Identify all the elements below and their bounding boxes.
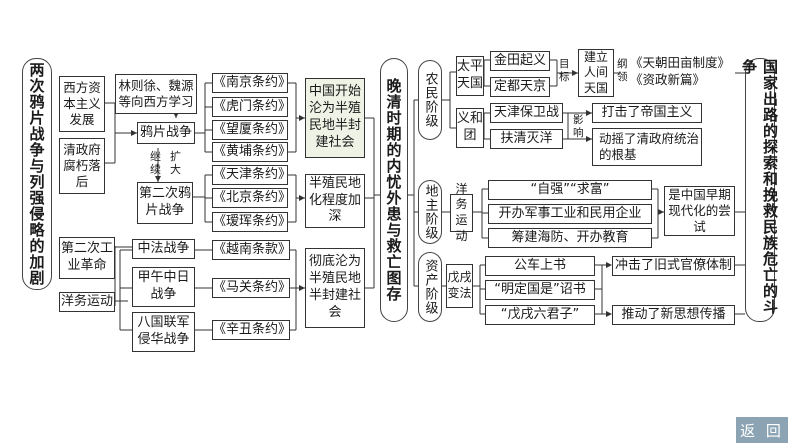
taiping-box: 太平天国	[456, 56, 484, 96]
arrow-label-expand: 扩大	[170, 150, 181, 177]
early-modernization: 是中国早期现代化的尝试	[664, 186, 735, 236]
reform-edict: “明定国是”诏书	[485, 280, 595, 300]
learning-from-west-box: 林则徐、魏源等向西方学习	[115, 74, 197, 114]
hit-imperialism: 打击了帝国主义	[592, 103, 702, 123]
program-label: 纲领	[617, 58, 628, 83]
program-doc-1: 《天朝田亩制度》	[630, 55, 731, 70]
treaty-huangpu: 《黄埔条约》	[212, 142, 291, 162]
self-strengthening: “自强”“求富”	[488, 180, 652, 200]
treaty-humen: 《虎门条约》	[212, 97, 291, 117]
treaty-nanjing: 《南京条约》	[212, 73, 291, 93]
jintian-uprising: 金田起义	[490, 51, 550, 71]
result-deepening: 半殖民地化程度加深	[305, 174, 365, 228]
treaty-vietnam: 《越南条款》	[212, 240, 291, 260]
second-opium-war-box: 第二次鸦片战争	[137, 182, 193, 224]
eight-nation-war-box: 八国联军侵华战争	[132, 312, 195, 352]
treaty-wangxia: 《望厦条约》	[212, 120, 291, 140]
capital-tianjing: 定都天京	[490, 77, 550, 97]
military-civil-industry: 开办军事工业和民用企业	[488, 204, 652, 224]
center-pill: 晚清时期的内忧外患与救亡图存	[380, 58, 408, 322]
sino-japanese-war-box: 甲午中日战争	[132, 267, 195, 307]
shook-qing-rule: 动摇了清政府统治的根基	[592, 128, 702, 166]
treaty-beijing: 《北京条约》	[212, 188, 291, 208]
boxer-box: 义和团	[456, 108, 484, 148]
heavenly-kingdom-goal: 建立人间天国	[578, 49, 614, 97]
goal-label: 目标	[559, 58, 570, 83]
opium-war-box: 鸦片战争	[137, 122, 195, 144]
arrow-label-continue: 继续	[150, 150, 161, 177]
navy-education: 筹建海防、开办教育	[488, 228, 652, 248]
result-semi-colonial-start: 中国开始沦为半殖民地半封建社会	[305, 78, 365, 158]
sino-french-war-box: 中法战争	[132, 239, 195, 259]
second-industrial-revolution-box: 第二次工业革命	[59, 237, 115, 279]
support-qing-destroy-foreign: 扶清灭洋	[490, 129, 563, 149]
class-landlord: 地主阶级	[418, 180, 442, 244]
western-capitalism-box: 西方资本主义发展	[59, 76, 105, 132]
back-button[interactable]: 返 回	[736, 417, 788, 443]
treaty-shimonoseki: 《马关条约》	[212, 278, 291, 298]
tianjin-defense: 天津保卫战	[490, 103, 563, 123]
treaty-aihui: 《瑷珲条约》	[212, 212, 291, 232]
right-pill: 国家出路的探索和挽救民族危亡的斗争	[740, 58, 779, 322]
treaty-xinchou: 《辛丑条约》	[212, 320, 291, 340]
six-gentlemen: “戊戌六君子”	[485, 305, 595, 325]
westernization-movement: 洋务运动	[450, 182, 473, 243]
class-bourgeois: 资产阶级	[418, 252, 442, 322]
gongche-petition: 公车上书	[485, 256, 595, 276]
title-pill: 两次鸦片战争与列强侵略的加剧	[22, 58, 52, 290]
influence-label: 影响	[573, 114, 584, 139]
westernization-box: 洋务运动	[59, 292, 115, 312]
spread-new-ideas: 推动了新思想传播	[612, 305, 735, 325]
qing-decay-box: 清政府腐朽落后	[59, 138, 105, 194]
result-fully-semi-colonial: 彻底沦为半殖民地半封建社会	[305, 248, 365, 328]
program-doc-2: 《资政新篇》	[630, 72, 706, 87]
treaty-tianjin: 《天津条约》	[212, 165, 291, 185]
class-peasant: 农民阶级	[418, 60, 442, 140]
impact-bureaucracy: 冲击了旧式官僚体制	[612, 256, 735, 276]
hundred-days-reform: 戊戌变法	[446, 264, 473, 308]
